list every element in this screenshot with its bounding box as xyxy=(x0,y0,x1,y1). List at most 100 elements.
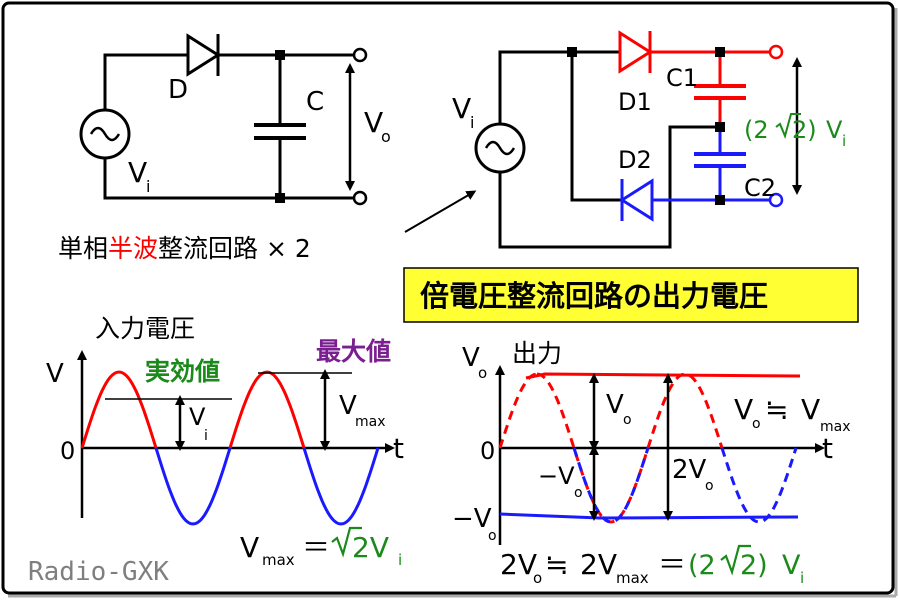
svg-text:2V: 2V xyxy=(580,548,617,581)
svg-text:2V: 2V xyxy=(500,548,537,581)
svg-text:max: max xyxy=(820,419,851,435)
d1-label: D1 xyxy=(618,88,652,116)
output-blue-plateau xyxy=(499,512,799,520)
output-label: V xyxy=(364,106,383,139)
output-red-plateau xyxy=(525,372,801,380)
output-axis-t: t xyxy=(822,432,833,465)
c1-label: C1 xyxy=(666,64,698,92)
neg-vo-inner-sub: o xyxy=(574,485,583,501)
banner-title: 倍電圧整流回路の出力電圧 xyxy=(420,279,768,313)
input-title: 入力電圧 xyxy=(95,314,195,343)
svg-text:2): 2) xyxy=(740,550,768,581)
doubler-circuit xyxy=(498,50,770,249)
svg-text:V: V xyxy=(734,393,753,426)
junction-node xyxy=(567,47,577,57)
source-2-sub: i xyxy=(470,113,474,132)
output-voltage-graph xyxy=(495,365,825,545)
input-wave-negative xyxy=(154,447,232,526)
svg-text:i: i xyxy=(800,569,804,587)
input-wave-positive xyxy=(80,370,158,449)
output-sub: o xyxy=(381,127,391,146)
effective-value-label: 実効値 xyxy=(145,357,220,386)
output-terminal-blue xyxy=(768,192,784,208)
capacitor-label: C xyxy=(306,87,324,117)
svg-text:≒: ≒ xyxy=(545,548,569,581)
svg-text:＝: ＝ xyxy=(658,548,686,581)
watermark: Radio-GXK xyxy=(28,557,169,587)
input-wave-negative xyxy=(302,447,380,526)
output-terminal-bottom xyxy=(352,190,368,206)
vmax-sub: max xyxy=(355,414,386,430)
source-sub: i xyxy=(146,177,150,196)
output-blue-swing xyxy=(720,447,798,524)
diode-d2-icon xyxy=(619,178,654,222)
vi-sub: i xyxy=(204,428,208,444)
output-terminal-red xyxy=(768,44,784,60)
banner-box xyxy=(403,267,859,323)
output-blue-swing xyxy=(572,447,650,524)
pointer-arrow xyxy=(404,190,477,233)
junction-node xyxy=(715,195,725,205)
half-wave-circuit xyxy=(103,53,355,200)
svg-text:2V: 2V xyxy=(352,531,389,564)
two-vo-label: 2V xyxy=(672,455,707,485)
svg-text:2): 2) xyxy=(792,116,817,144)
svg-text:V: V xyxy=(826,116,843,144)
input-axis-t: t xyxy=(393,432,404,465)
diode-d1-icon xyxy=(618,30,653,74)
vo-label: V xyxy=(606,390,624,420)
input-voltage-graph xyxy=(77,350,395,526)
svg-text:max: max xyxy=(262,551,295,569)
vo-approx-vmax: V o ≒ V max xyxy=(734,393,851,435)
svg-text:o: o xyxy=(752,416,761,432)
junction-node xyxy=(275,50,285,60)
svg-text:＝: ＝ xyxy=(302,531,330,564)
doubler-output-label: (2 2) V i xyxy=(744,113,846,150)
vo-sub: o xyxy=(623,412,632,428)
sqrt-sign-icon xyxy=(720,544,751,576)
neg-vo-inner-label: −V xyxy=(538,462,575,490)
junction-node xyxy=(715,47,725,57)
input-axis-v: V xyxy=(46,359,64,389)
input-formula: V max ＝ 2V i xyxy=(240,526,402,569)
sine-glyph-icon xyxy=(89,126,121,142)
sine-glyph-2-icon xyxy=(484,140,516,156)
vi-label: V xyxy=(189,403,206,431)
two-vo-sub: o xyxy=(705,478,714,494)
sqrt-sign-icon xyxy=(775,113,801,140)
svg-text:o: o xyxy=(533,569,542,587)
svg-text:i: i xyxy=(398,551,402,569)
bottom-formula: 2V o ≒ 2V max ＝ (2 2) V i xyxy=(500,544,804,587)
input-origin: 0 xyxy=(60,437,75,465)
svg-text:V: V xyxy=(240,531,259,564)
diode-label: D xyxy=(168,75,188,105)
svg-text:V: V xyxy=(801,393,820,426)
neg-vo-axis-sub: o xyxy=(488,528,497,544)
d2-label: D2 xyxy=(618,146,652,174)
neg-vo-axis-label: −V xyxy=(452,504,492,534)
diode-d-icon xyxy=(186,33,221,77)
caption: 単相半波整流回路 × 2 xyxy=(58,234,311,263)
output-terminal-top xyxy=(352,47,368,63)
output-red-swing xyxy=(646,372,724,449)
source-2-label: V xyxy=(452,92,471,125)
peak-value-label: 最大値 xyxy=(316,337,391,366)
svg-text:V: V xyxy=(782,550,801,581)
output-axis-v: V xyxy=(462,343,480,373)
junction-node xyxy=(275,193,285,203)
c2-label: C2 xyxy=(744,174,776,202)
svg-text:(2: (2 xyxy=(688,550,716,581)
sqrt-sign-icon xyxy=(331,526,362,558)
svg-text:i: i xyxy=(842,132,846,150)
output-axis-v-sub: o xyxy=(478,364,487,382)
svg-text:max: max xyxy=(616,569,649,587)
junction-node xyxy=(715,122,725,132)
input-wave-positive xyxy=(228,370,306,449)
svg-text:(2: (2 xyxy=(744,116,769,144)
vmax-label: V xyxy=(339,391,357,421)
svg-text:≒: ≒ xyxy=(765,393,789,426)
output-origin: 0 xyxy=(480,437,495,465)
source-label: V xyxy=(128,156,147,189)
output-title: 出力 xyxy=(512,339,562,368)
